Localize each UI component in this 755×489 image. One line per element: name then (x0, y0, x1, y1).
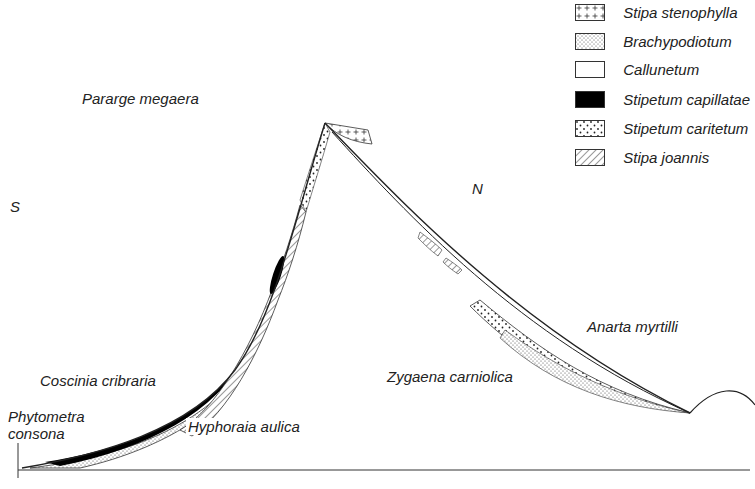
species-label: Anarta myrtilli (585, 318, 680, 335)
aspect-label: N (470, 180, 485, 197)
legend-row: Stipetum caritetum (575, 120, 748, 137)
legend-row: Stipetum capillatae (575, 91, 750, 108)
legend-row: Callunetum (575, 61, 699, 78)
legend-text: Stipa stenophylla (623, 4, 737, 21)
legend-swatch (575, 61, 605, 78)
legend-swatch (575, 33, 605, 50)
legend-text: Stipetum caritetum (623, 120, 748, 137)
legend-swatch (575, 120, 605, 137)
species-label: Phytometra consona (6, 408, 94, 443)
legend-swatch (575, 4, 605, 21)
legend-text: Stipetum capillatae (623, 91, 750, 108)
legend-text: Brachypodiotum (623, 33, 731, 50)
species-label: Hyphoraia aulica (186, 418, 302, 435)
species-label: Pararge megaera (80, 90, 201, 107)
legend-swatch (575, 91, 605, 108)
legend-text: Stipa joannis (623, 149, 709, 166)
aspect-label: S (8, 198, 22, 215)
species-label: Coscinia cribraria (38, 372, 158, 389)
species-label: Zygaena carniolica (385, 368, 515, 385)
legend-row: Stipa joannis (575, 149, 709, 166)
legend-swatch (575, 149, 605, 166)
legend-row: Stipa stenophylla (575, 4, 737, 21)
legend-row: Brachypodiotum (575, 33, 731, 50)
legend-text: Callunetum (623, 61, 699, 78)
